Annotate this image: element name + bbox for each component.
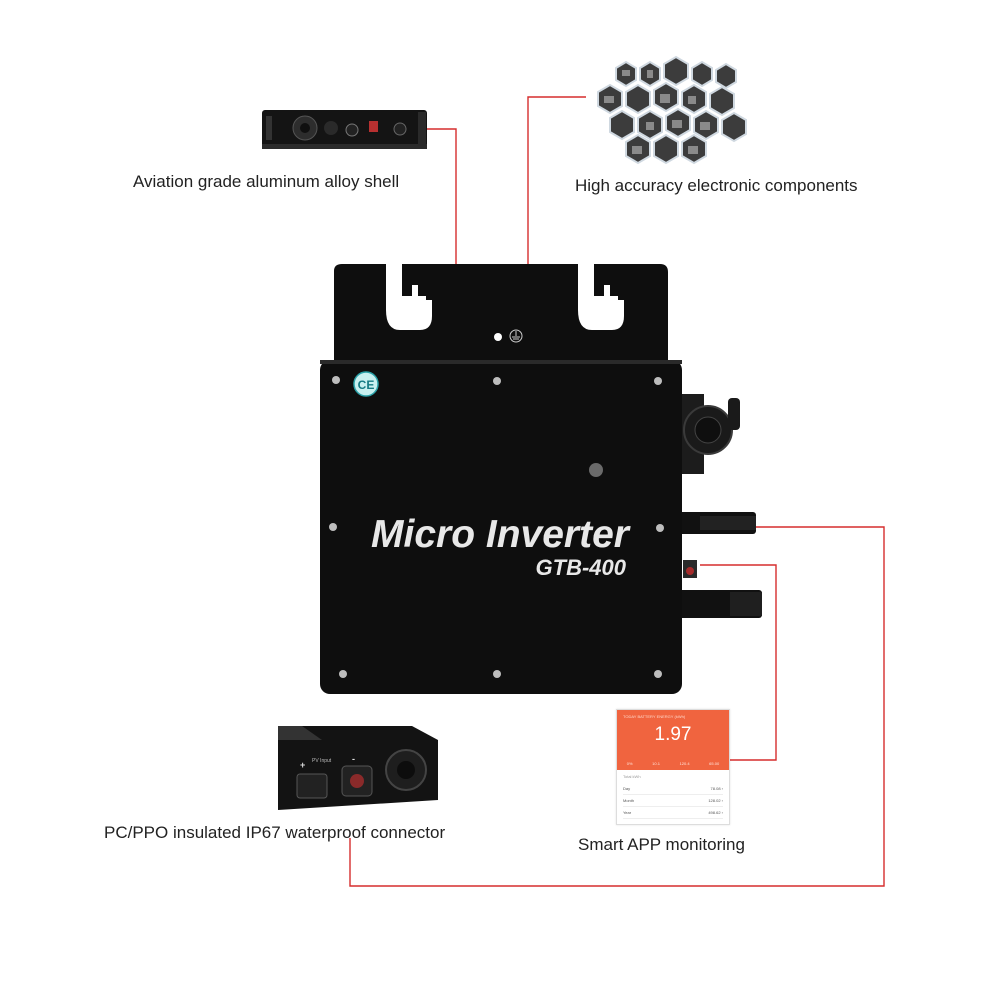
leader-line-app <box>700 564 777 761</box>
model-text: GTB-400 <box>536 555 627 580</box>
leader-line-connector <box>349 526 885 887</box>
app-list: Total kWh Day 78.08 › Month 128.02 › Yea… <box>617 770 729 821</box>
ac-connector <box>676 394 740 474</box>
list-item: Month 128.02 › <box>623 795 723 807</box>
list-item-label: Day <box>623 786 631 791</box>
components-photo <box>590 52 747 165</box>
app-stats: 0% 10.1 120.4 65.00 <box>617 761 729 766</box>
leader-line-shell <box>410 128 457 285</box>
ce-mark: CE <box>353 371 379 397</box>
connector-photo: + - PV Input <box>278 726 438 810</box>
caption-components: High accuracy electronic components <box>575 176 858 195</box>
dc-connector-bottom <box>676 590 762 618</box>
list-item: Year 498.62 › <box>623 807 723 819</box>
list-item-label: Month <box>623 798 635 803</box>
app-stat: 0% <box>626 761 633 766</box>
list-item-value: 78.08 › <box>710 786 723 791</box>
brand-text: Micro Inverter <box>371 513 631 556</box>
list-item-value: 128.02 › <box>708 798 723 803</box>
list-item: Day 78.08 › <box>623 783 723 795</box>
app-header-label: TODAY BATTERY ENERGY (kWh) <box>623 714 686 719</box>
app-screenshot: TODAY BATTERY ENERGY (kWh) 1.97 0% 10.1 … <box>616 709 730 825</box>
app-stat: 10.1 <box>652 761 660 766</box>
caption-connector: PC/PPO insulated IP67 waterproof connect… <box>104 823 446 842</box>
ground-icon <box>509 329 523 343</box>
list-item-value: 498.62 › <box>708 810 723 815</box>
app-stat: 120.4 <box>679 761 690 766</box>
app-list-title: Total kWh <box>623 774 641 779</box>
connector-plus-label: + <box>300 760 305 770</box>
app-header-panel: TODAY BATTERY ENERGY (kWh) 1.97 0% 10.1 … <box>617 710 729 770</box>
shell-photo <box>262 110 427 149</box>
screws <box>329 376 664 678</box>
list-item-label: Year <box>623 810 632 815</box>
ce-mark-text: CE <box>358 378 375 392</box>
connector-minus-label: - <box>352 754 355 764</box>
caption-app: Smart APP monitoring <box>578 835 745 854</box>
dc-connector-top <box>676 512 756 534</box>
app-energy-value: 1.97 <box>654 724 692 745</box>
caption-shell: Aviation grade aluminum alloy shell <box>133 172 400 191</box>
app-stat: 65.00 <box>709 761 720 766</box>
inverter-body <box>320 360 682 694</box>
micro-inverter-device: CE Micro Inverter GTB-400 <box>320 264 762 694</box>
connector-pv-label: PV Input <box>312 758 332 764</box>
